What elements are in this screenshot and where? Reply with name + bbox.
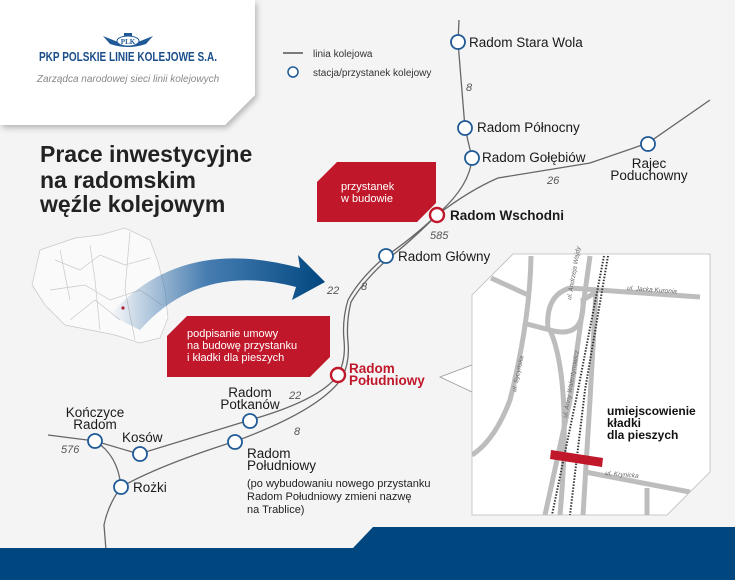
svg-text:585: 585 [430,230,449,242]
station-radom-golebiow[interactable]: Radom Gołębiów [464,150,586,166]
locator-arrow [110,255,325,330]
station-rozki[interactable]: Rożki [113,479,167,495]
station-radom-wschodni[interactable]: Radom Wschodni [428,206,564,224]
svg-text:w budowie: w budowie [340,193,393,205]
svg-text:Radom Stara Wola: Radom Stara Wola [469,35,583,50]
svg-text:Kończyce: Kończyce [66,405,125,420]
footbridge-marker [550,450,603,467]
station-radom-glowny[interactable]: Radom Główny [378,248,491,264]
svg-text:22: 22 [288,390,301,402]
svg-text:22: 22 [326,285,339,297]
svg-text:Południowy: Południowy [349,373,425,388]
svg-text:węźle kolejowym: węźle kolejowym [39,191,225,217]
svg-text:Radom: Radom [73,417,117,432]
svg-text:Rajec: Rajec [632,156,667,171]
svg-text:576: 576 [61,444,80,456]
svg-text:na radomskim: na radomskim [40,167,196,193]
svg-text:(po wybudowaniu nowego przysta: (po wybudowaniu nowego przystanku [247,478,430,490]
svg-text:8: 8 [466,82,473,94]
svg-text:na Trablice): na Trablice) [247,504,304,516]
inset-label: umiejscowienie kładki dla pieszych [607,404,696,442]
svg-text:przystanek: przystanek [341,181,395,193]
svg-text:ul. Krynicka: ul. Krynicka [605,470,639,480]
station-konczyce-radom[interactable]: Kończyce Radom [66,405,125,449]
inset-map: ul. Andrzeja Wajdy ul. Jacka Kuronia ul.… [471,245,711,516]
legend-station-icon [287,66,299,78]
svg-text:Radom: Radom [349,361,395,376]
svg-text:ul. Jacka Kuronia: ul. Jacka Kuronia [627,285,678,295]
station-radom-potkanow[interactable]: Radom Potkanów [220,385,280,429]
svg-text:Kosów: Kosów [122,430,163,445]
legend-line-label: linia kolejowa [313,49,373,60]
footer-bar [0,527,735,580]
svg-text:na budowę przystanku: na budowę przystanku [187,340,297,352]
svg-text:podpisanie umowy: podpisanie umowy [187,328,279,340]
plk-logo: PLK [103,33,153,47]
page-title: Prace inwestycyjne na radomskim węźle ko… [39,141,252,217]
station-radom-poludniowy-new[interactable]: Radom Południowy [329,361,425,388]
station-radom-stara-wola[interactable]: Radom Stara Wola [450,34,583,50]
svg-text:umiejscowienie: umiejscowienie [607,404,696,418]
svg-text:Radom Wschodni: Radom Wschodni [450,208,564,223]
svg-text:dla pieszych: dla pieszych [607,428,678,442]
svg-text:Radom: Radom [247,446,291,461]
svg-text:i kładki dla pieszych: i kładki dla pieszych [187,352,284,364]
svg-text:Rożki: Rożki [133,480,167,495]
rename-note: (po wybudowaniu nowego przystanku Radom … [247,478,430,516]
svg-text:Radom: Radom [228,385,272,400]
station-radom-polnocny[interactable]: Radom Północny [457,120,580,136]
company-tagline: Zarządca narodowej sieci linii kolejowyc… [36,74,220,85]
logo-text: PLK [121,38,136,46]
svg-text:Południowy: Południowy [247,458,316,473]
svg-text:Radom Południowy zmieni nazwę: Radom Południowy zmieni nazwę [247,491,411,503]
header-panel [0,0,255,125]
svg-text:kładki: kładki [607,416,641,430]
svg-text:8: 8 [361,281,368,293]
company-name: PKP POLSKIE LINIE KOLEJOWE S.A. [39,49,217,64]
inset-connector [438,364,473,393]
svg-text:26: 26 [546,175,560,187]
svg-text:Prace inwestycyjne: Prace inwestycyjne [40,141,252,167]
station-kosow[interactable]: Kosów [122,430,163,462]
line-numbers: 8 26 585 22 8 22 8 576 [61,82,560,456]
legend-station-label: stacja/przystanek kolejowy [313,68,431,79]
station-radom-poludniowy-old[interactable]: Radom Południowy [227,434,316,473]
svg-text:8: 8 [294,426,301,438]
callout-contract: podpisanie umowy na budowę przystanku i … [167,316,330,377]
svg-text:Radom Północny: Radom Północny [477,120,580,135]
svg-text:Potkanów: Potkanów [220,397,280,412]
svg-text:Poduchowny: Poduchowny [610,168,688,183]
svg-text:Radom Główny: Radom Główny [398,249,491,264]
station-rajec-poduchowny[interactable]: Rajec Poduchowny [610,136,688,183]
svg-text:Radom Gołębiów: Radom Gołębiów [482,150,586,165]
callout-under-construction: przystanek w budowie [317,162,436,222]
